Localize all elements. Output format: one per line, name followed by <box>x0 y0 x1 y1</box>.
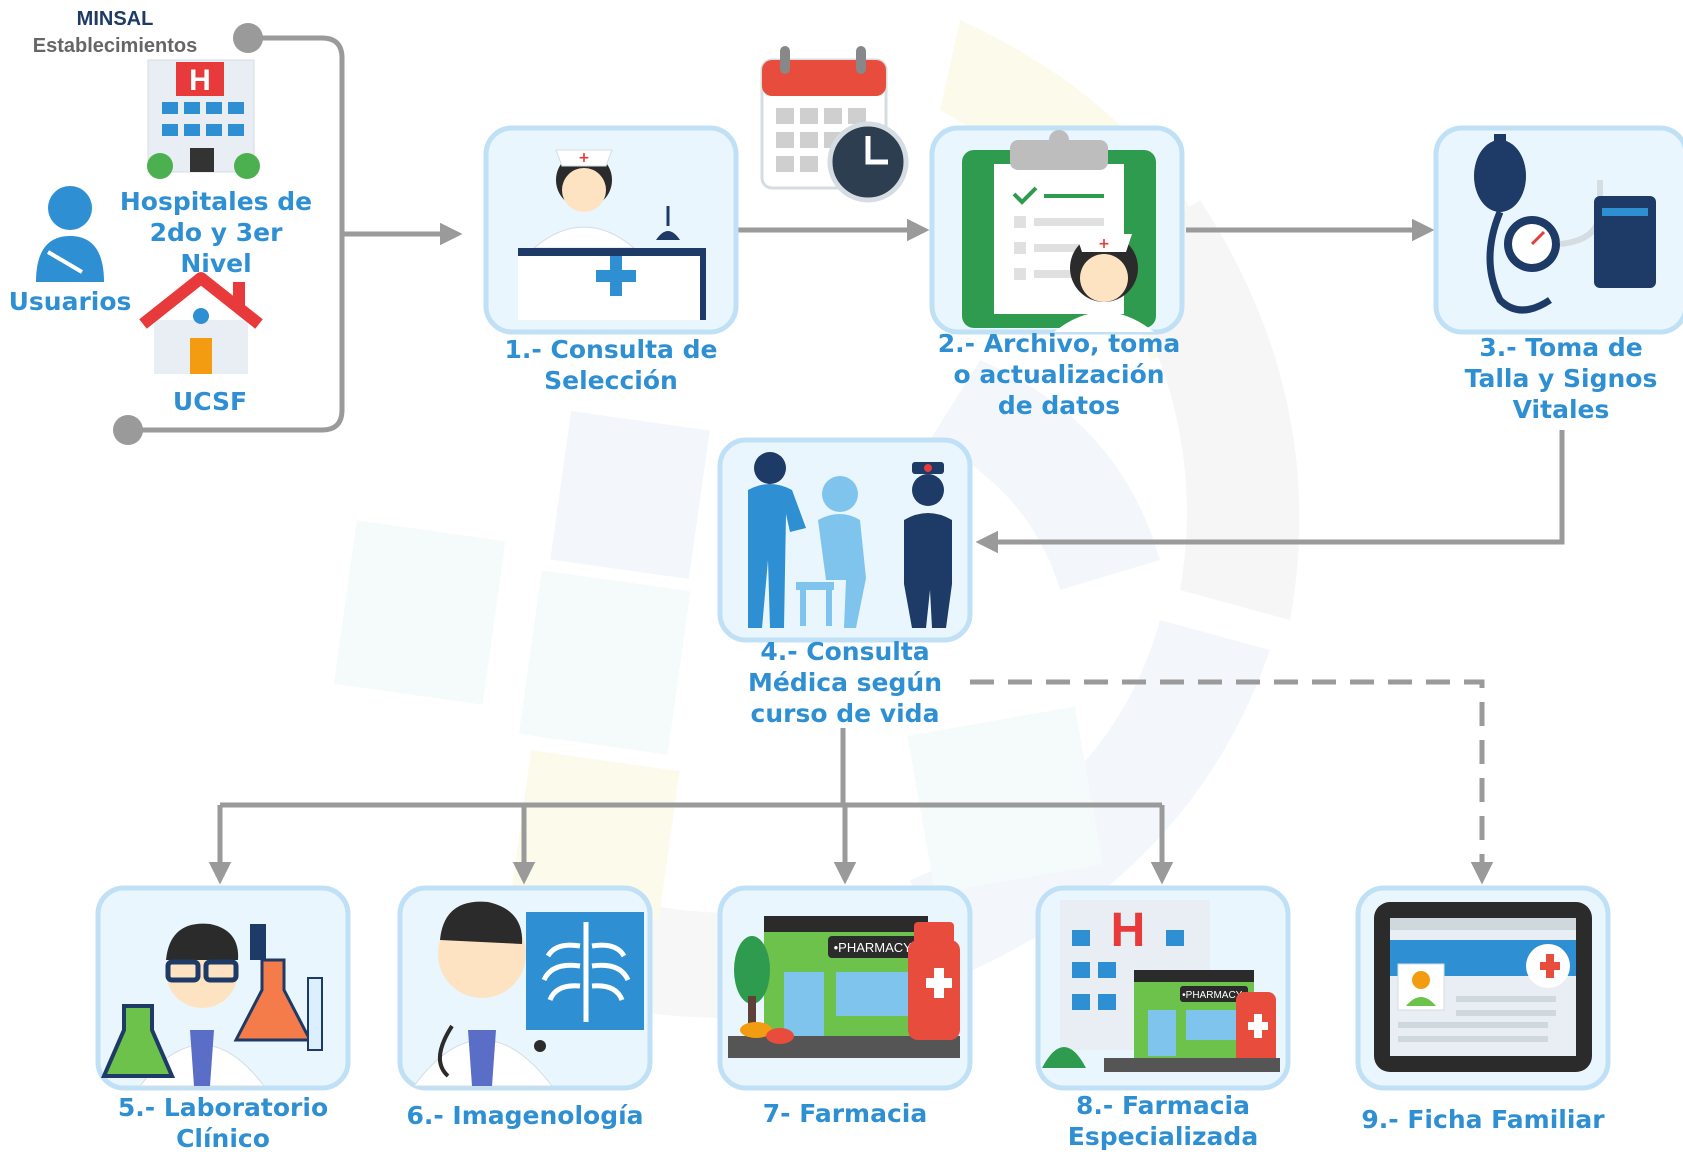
step-card-2: + <box>929 125 1185 335</box>
step-8-label: 8.- Farmacia Especializada <box>1067 1091 1259 1151</box>
svg-text:+: + <box>578 150 590 166</box>
step-card-9 <box>1355 885 1611 1091</box>
org-name: MINSAL <box>76 8 154 30</box>
receptionist-nurse-icon: + <box>518 149 706 320</box>
step-7-label: 7- Farmacia <box>762 1099 928 1128</box>
step-card-1: + <box>483 125 739 335</box>
hospitales-label: Hospitales de 2do y 3er Nivel <box>119 187 313 278</box>
user-icon <box>36 186 104 282</box>
doctor-patient-consultation-icon <box>748 452 952 628</box>
step-3-label: 3.- Toma de Talla y Signos Vitales <box>1464 333 1658 424</box>
svg-text:H: H <box>189 64 211 97</box>
ucsf-label: UCSF <box>172 387 248 416</box>
step-1-label: 1.- Consulta de Selección <box>504 335 718 395</box>
usuarios-label: Usuarios <box>8 287 132 316</box>
pharmacy-store-icon: •PHARMACY• <box>728 916 960 1058</box>
org-subtitle: Establecimientos <box>32 35 198 57</box>
svg-text:•PHARMACY•: •PHARMACY• <box>1182 990 1246 1001</box>
step-card-8: H •PHARMACY• <box>1035 885 1291 1091</box>
step-4-label: 4.- Consulta Médica según curso de vida <box>747 637 943 728</box>
calendar-clock-icon <box>760 46 909 203</box>
hospital-icon: H <box>147 59 260 179</box>
step-card-4 <box>717 437 973 643</box>
step-card-5 <box>95 885 351 1091</box>
clipboard-records-icon: + <box>962 130 1156 332</box>
step-9-label: 9.- Ficha Familiar <box>1361 1105 1605 1134</box>
step-card-3 <box>1433 125 1683 335</box>
step-card-7: •PHARMACY• <box>717 885 973 1091</box>
svg-text:•PHARMACY•: •PHARMACY• <box>834 940 917 955</box>
step-5-label: 5.- Laboratorio Clínico <box>117 1093 329 1153</box>
step-2-label: 2.- Archivo, toma o actualización de dat… <box>937 329 1181 420</box>
radiologist-xray-icon <box>413 901 644 1087</box>
connectors <box>113 23 1565 885</box>
svg-text:+: + <box>1098 236 1110 252</box>
svg-text:H: H <box>1111 904 1146 957</box>
header-title: MINSAL Establecimientos <box>10 6 220 60</box>
hospital-pharmacy-icon: H •PHARMACY• <box>1042 900 1280 1072</box>
blood-pressure-monitor-icon <box>1474 134 1656 314</box>
step-6-label: 6.- Imagenología <box>406 1101 644 1130</box>
tablet-family-record-icon <box>1374 902 1592 1072</box>
lab-scientist-icon <box>100 923 323 1087</box>
house-icon <box>139 272 263 374</box>
step-card-6 <box>397 885 653 1091</box>
